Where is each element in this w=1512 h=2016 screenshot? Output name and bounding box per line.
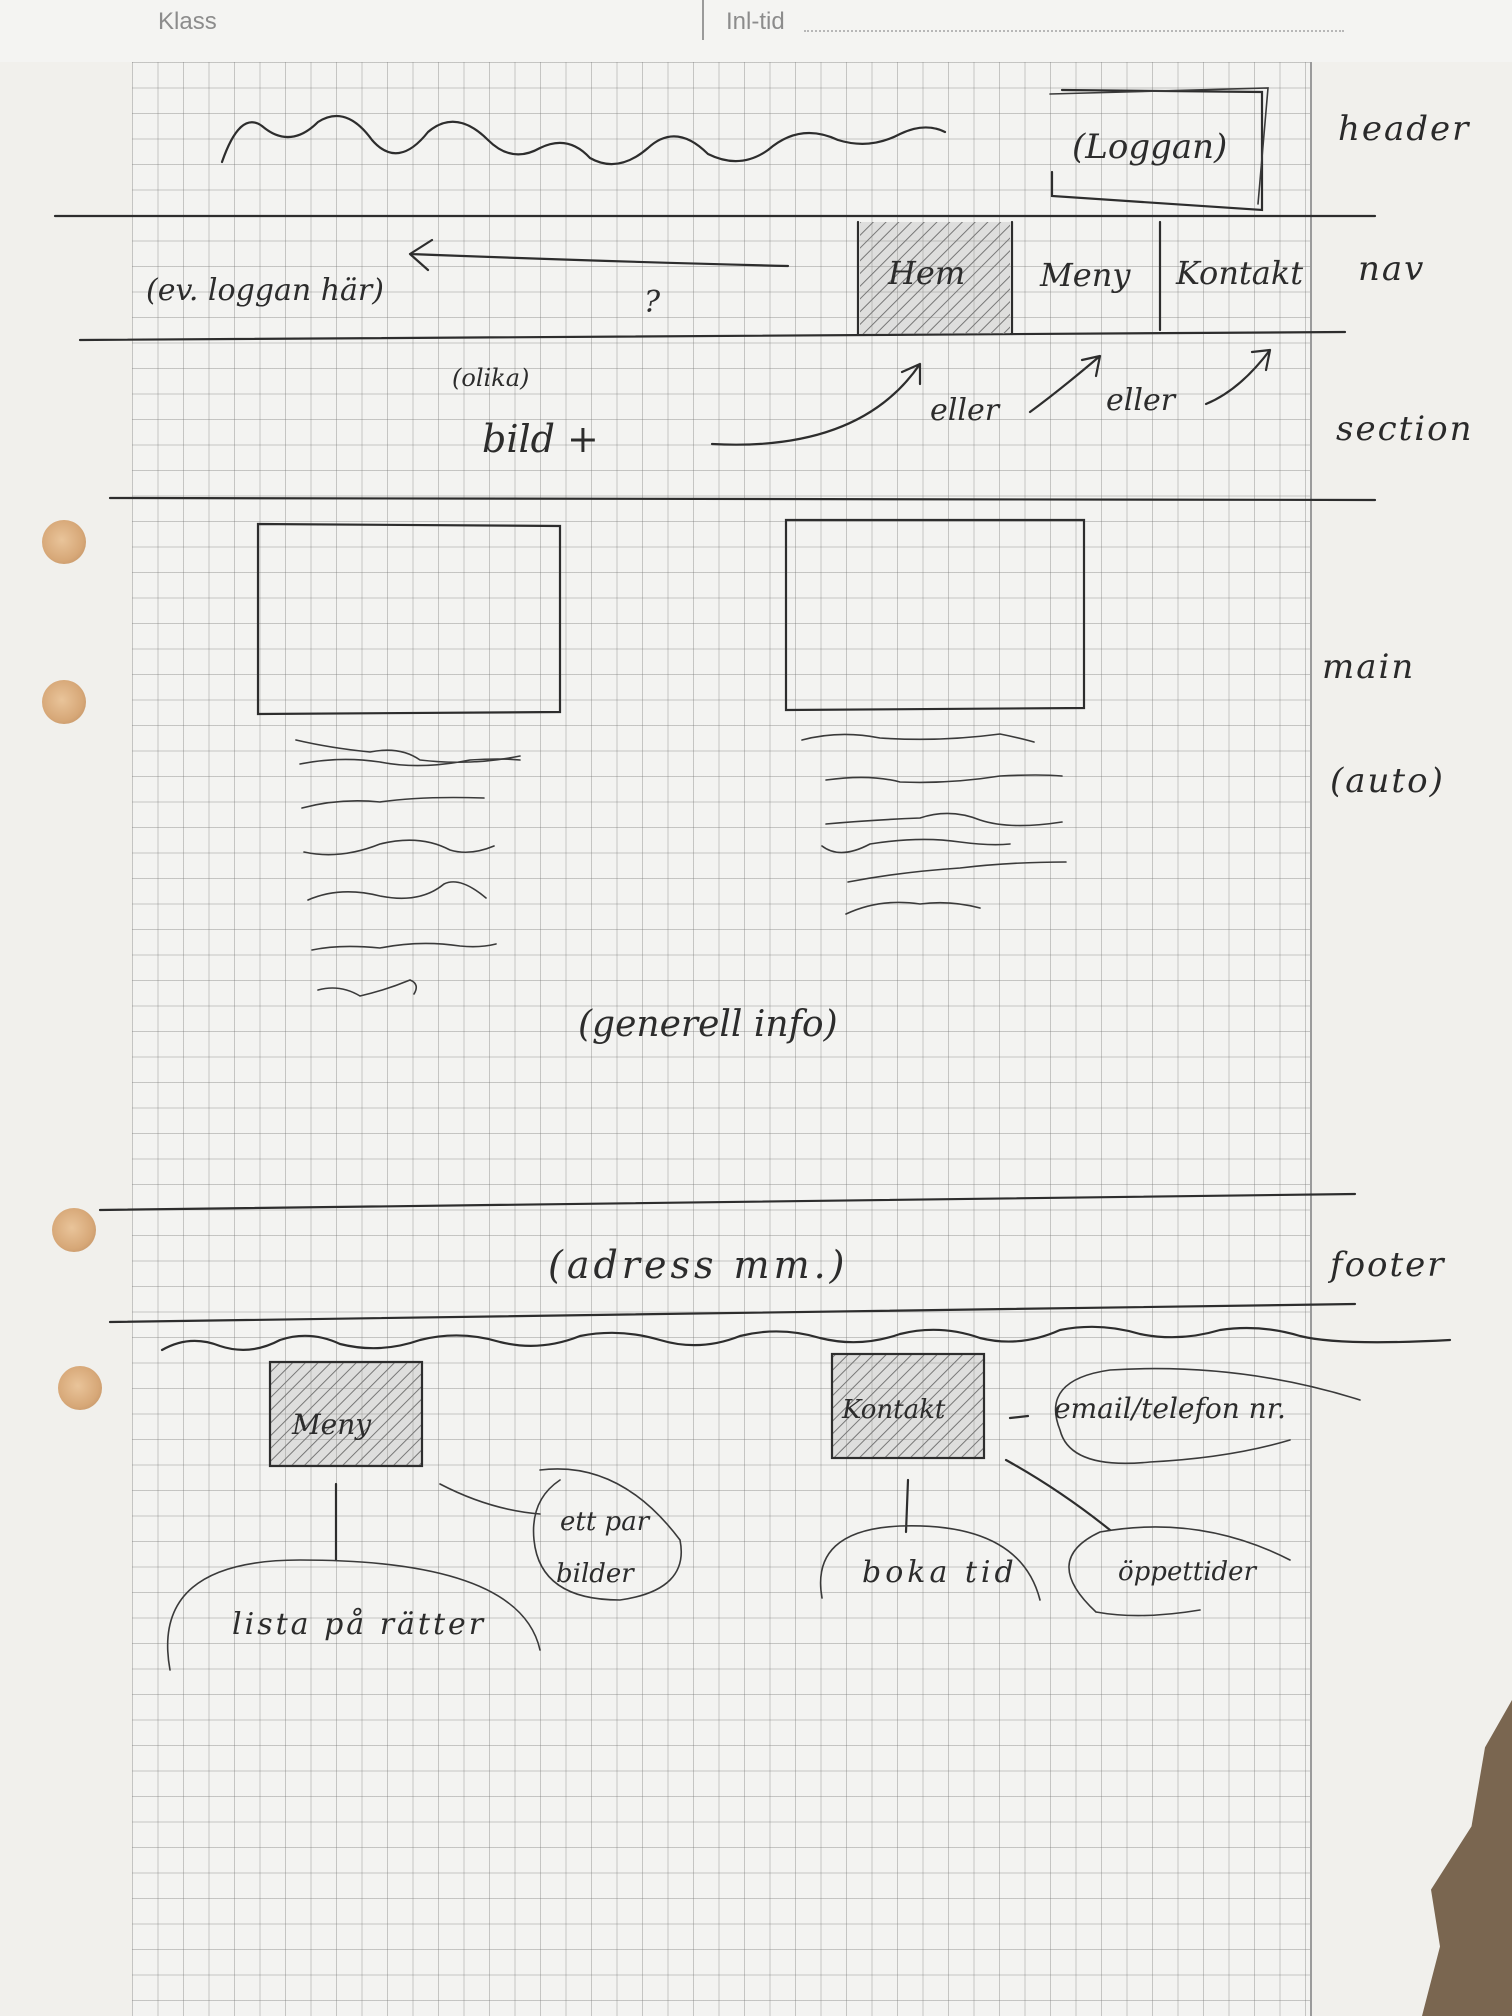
text-scribbles-right (801, 733, 1067, 915)
footer-wave (160, 1325, 1452, 1352)
kontakt-booking-connector (904, 1478, 910, 1534)
punch-hole (42, 680, 86, 724)
section-divider-line (108, 496, 1377, 502)
arrow-to-logo-note (408, 238, 790, 272)
kontakt-booking-bubble (819, 1525, 1041, 1601)
kontakt-contact-note: email/telefon nr. (1054, 1392, 1286, 1425)
nav-item-meny: Meny (1039, 256, 1131, 294)
grid-area (132, 62, 1312, 2016)
inl-tid-label: Inl-tid (726, 8, 785, 35)
meny-images-bubble (532, 1468, 682, 1601)
arrow-to-kontakt (1204, 348, 1272, 406)
kontakt-contact-connector (1008, 1414, 1030, 1420)
klass-label: Klass (158, 8, 217, 35)
arrow-to-meny (1028, 354, 1102, 414)
question-mark: ? (644, 285, 661, 320)
section-alt-1: eller (930, 393, 1001, 428)
meny-list-note: lista på rätter (232, 1607, 486, 1642)
text-scribbles-left (295, 739, 521, 997)
nav-item-hem-active (860, 222, 1010, 334)
arrow-to-hem (710, 362, 922, 446)
side-label-main: main (1322, 647, 1415, 687)
section-note-bild: bild + (482, 417, 599, 461)
nav-item-hem: Hem (887, 254, 965, 292)
punch-hole (58, 1366, 102, 1410)
kontakt-hours-note: öppettider (1118, 1557, 1258, 1587)
title-scribble (220, 114, 947, 166)
kontakt-hours-bubble (1068, 1526, 1291, 1617)
punch-hole (42, 520, 86, 564)
kontakt-hours-connector (1004, 1458, 1112, 1532)
form-header: Klass Inl-tid (0, 0, 1512, 62)
subpage-kontakt-label: Kontakt (841, 1395, 946, 1425)
footer-divider-line (108, 1302, 1357, 1324)
main-image-box-right (784, 518, 1086, 712)
main-divider-line (98, 1192, 1357, 1212)
side-label-section: section (1336, 409, 1474, 449)
kontakt-booking-note: boka tid (862, 1555, 1018, 1590)
main-image-box-left (256, 522, 562, 716)
meny-images-note-2: bilder (556, 1559, 635, 1589)
logo-label: (Loggan) (1072, 127, 1227, 167)
dotted-line (804, 30, 1344, 32)
side-label-footer: footer (1327, 1245, 1446, 1285)
side-label-header: header (1338, 109, 1470, 149)
meny-images-note-1: ett par (560, 1507, 651, 1537)
subpage-kontakt-box (830, 1352, 986, 1460)
footer-address-note: (adress mm.) (548, 1243, 849, 1287)
section-alt-2: eller (1106, 383, 1177, 418)
nav-item-kontakt: Kontakt (1175, 254, 1303, 292)
logo-box-inner (1049, 87, 1269, 205)
meny-list-bubble (166, 1559, 541, 1671)
section-note-olika: (olika) (452, 364, 529, 392)
punch-hole (52, 1208, 96, 1252)
nav-divider-line (78, 330, 1347, 342)
subpage-meny-label: Meny (291, 1408, 372, 1441)
logo-note: (ev. loggan här) (146, 273, 384, 308)
form-divider (702, 0, 704, 40)
main-info-note: (generell info) (578, 1004, 838, 1045)
side-label-nav: nav (1358, 249, 1425, 289)
meny-images-connector (439, 1483, 541, 1515)
subpage-meny-box (268, 1360, 424, 1468)
kontakt-contact-bubble (1054, 1367, 1361, 1465)
logo-box (1050, 88, 1264, 212)
side-note-auto: (auto) (1330, 761, 1445, 801)
